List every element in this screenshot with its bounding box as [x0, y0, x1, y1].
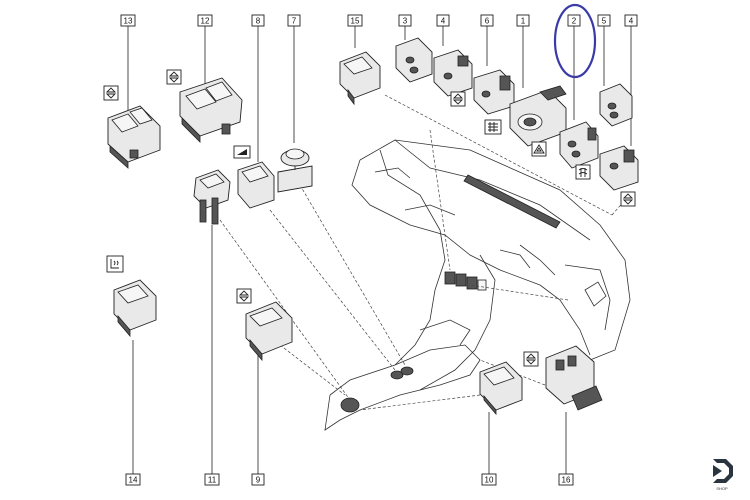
installed-switch-cluster [444, 271, 487, 291]
part-6-switch [473, 69, 515, 115]
callout-label: 11 [208, 476, 217, 485]
callout-label: 16 [562, 476, 571, 485]
window-updown-icon [166, 69, 182, 85]
logo-text: SHOP [716, 486, 728, 491]
callout-leaders [127, 26, 632, 474]
callout-3: 3 [398, 14, 412, 27]
callout-8: 8 [251, 14, 265, 27]
part-8-switch [237, 161, 275, 209]
callout-7: 7 [287, 14, 301, 27]
callout-12: 12 [197, 14, 213, 27]
part-1-hazard-switch [509, 85, 567, 147]
dashboard-outline [324, 139, 631, 431]
shop-logo: SHOP [713, 459, 733, 491]
part-15-switch [339, 51, 381, 106]
part-14-seat-heater-switch [113, 279, 157, 338]
callout-label: 14 [129, 476, 138, 485]
installed-console-switches [340, 366, 414, 413]
callout-label: 5 [602, 17, 607, 26]
mirror-adjust-icon [233, 145, 251, 159]
part-13-window-switch [107, 105, 161, 169]
callout-2: 2 [567, 14, 581, 27]
heated-rear-window-icon [484, 119, 502, 135]
callout-4: 4 [436, 14, 450, 27]
callout-5: 5 [597, 14, 611, 27]
callout-15: 15 [347, 14, 363, 27]
callout-label: 12 [201, 17, 210, 26]
callout-16: 16 [558, 473, 574, 486]
callout-11: 11 [204, 473, 220, 486]
window-updown-icon [103, 85, 119, 101]
seat-heater-icon [106, 255, 124, 273]
part-9-mirror-switch [245, 301, 293, 362]
part-4-switch-b [599, 145, 639, 191]
part-10-switch [479, 361, 523, 416]
hazard-warning-icon [531, 141, 547, 157]
callout-label: 2 [572, 17, 577, 26]
callout-1: 1 [516, 14, 530, 27]
part-7-rotary-knob [277, 148, 313, 193]
window-updown-icon [523, 351, 539, 367]
part-11-switch [193, 169, 231, 225]
dashed-leaders [219, 94, 626, 411]
callout-label: 8 [256, 17, 261, 26]
callout-label: 10 [485, 476, 494, 485]
window-updown-icon [450, 91, 466, 107]
callout-label: 4 [441, 17, 446, 26]
part-12-window-switch [179, 77, 243, 143]
callout-9: 9 [251, 473, 265, 486]
callout-label: 13 [124, 17, 133, 26]
highlight-ellipse [553, 3, 597, 79]
callout-label: 9 [256, 476, 261, 485]
callout-label: 15 [351, 17, 360, 26]
callout-label: 6 [485, 17, 490, 26]
defrost-vent-strip [463, 174, 561, 229]
window-updown-icon [620, 191, 636, 207]
window-updown-icon [236, 288, 252, 304]
part-16-switch-module [545, 345, 603, 411]
callout-10: 10 [481, 473, 497, 486]
callout-label: 4 [629, 17, 634, 26]
callout-13: 13 [120, 14, 136, 27]
callout-label: 1 [521, 17, 526, 26]
callout-label: 3 [403, 17, 408, 26]
callout-6: 6 [480, 14, 494, 27]
callout-4: 4 [624, 14, 638, 27]
part-3-switch [395, 37, 433, 83]
callout-label: 7 [292, 17, 297, 26]
part-4-switch-a [433, 49, 473, 97]
callout-14: 14 [125, 473, 141, 486]
part-2-switch [559, 121, 599, 169]
demist-icon [575, 164, 591, 180]
part-5-switch [599, 83, 633, 127]
